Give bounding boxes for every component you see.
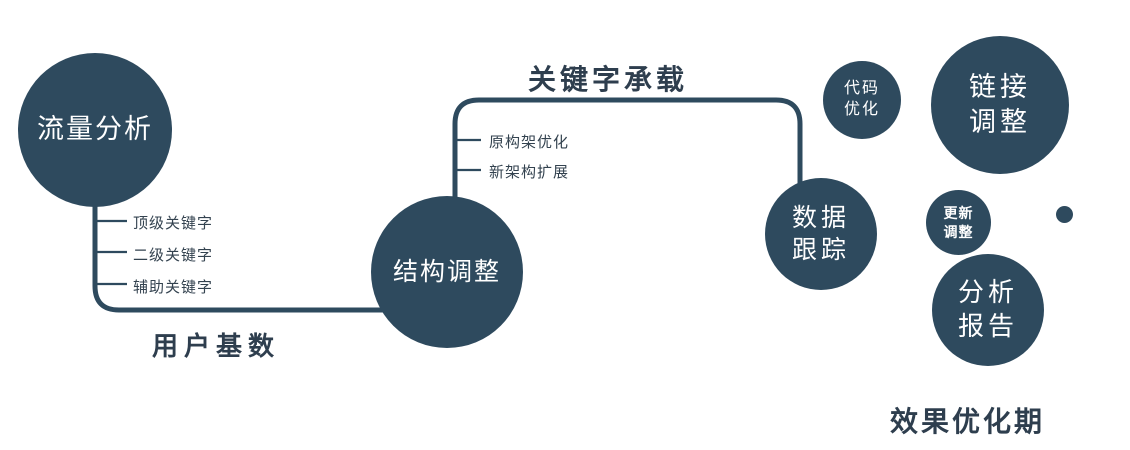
branch-label-top-keywords: 顶级关键字: [133, 215, 214, 232]
node-update-adjust: 更新 调整: [926, 190, 991, 255]
node-structure-adjust: 结构调整: [371, 196, 523, 348]
branch-label-secondary-keywords: 二级关键字: [133, 247, 214, 264]
node-link-adjust: 链接 调整: [931, 36, 1069, 174]
node-data-tracking: 数据 跟踪: [765, 178, 877, 290]
bullet-dot: [1056, 206, 1073, 223]
node-traffic-analysis: 流量分析: [18, 53, 172, 207]
node-analysis-report: 分析 报告: [932, 254, 1044, 366]
edge-label-keyword-bearing: 关键字承载: [528, 64, 689, 95]
node-code-optimization: 代码 优化: [823, 61, 901, 139]
branch-label-new-arch-expand: 新架构扩展: [489, 164, 570, 181]
edge-label-user-base: 用户基数: [152, 331, 281, 361]
branch-label-original-arch-opt: 原构架优化: [489, 134, 570, 151]
edge-structure-to-tracking: [452, 97, 803, 215]
branch-label-auxiliary-keywords: 辅助关键字: [133, 279, 214, 296]
caption-effect-period: 效果优化期: [890, 406, 1046, 437]
edge-traffic-to-structure: [92, 180, 430, 313]
